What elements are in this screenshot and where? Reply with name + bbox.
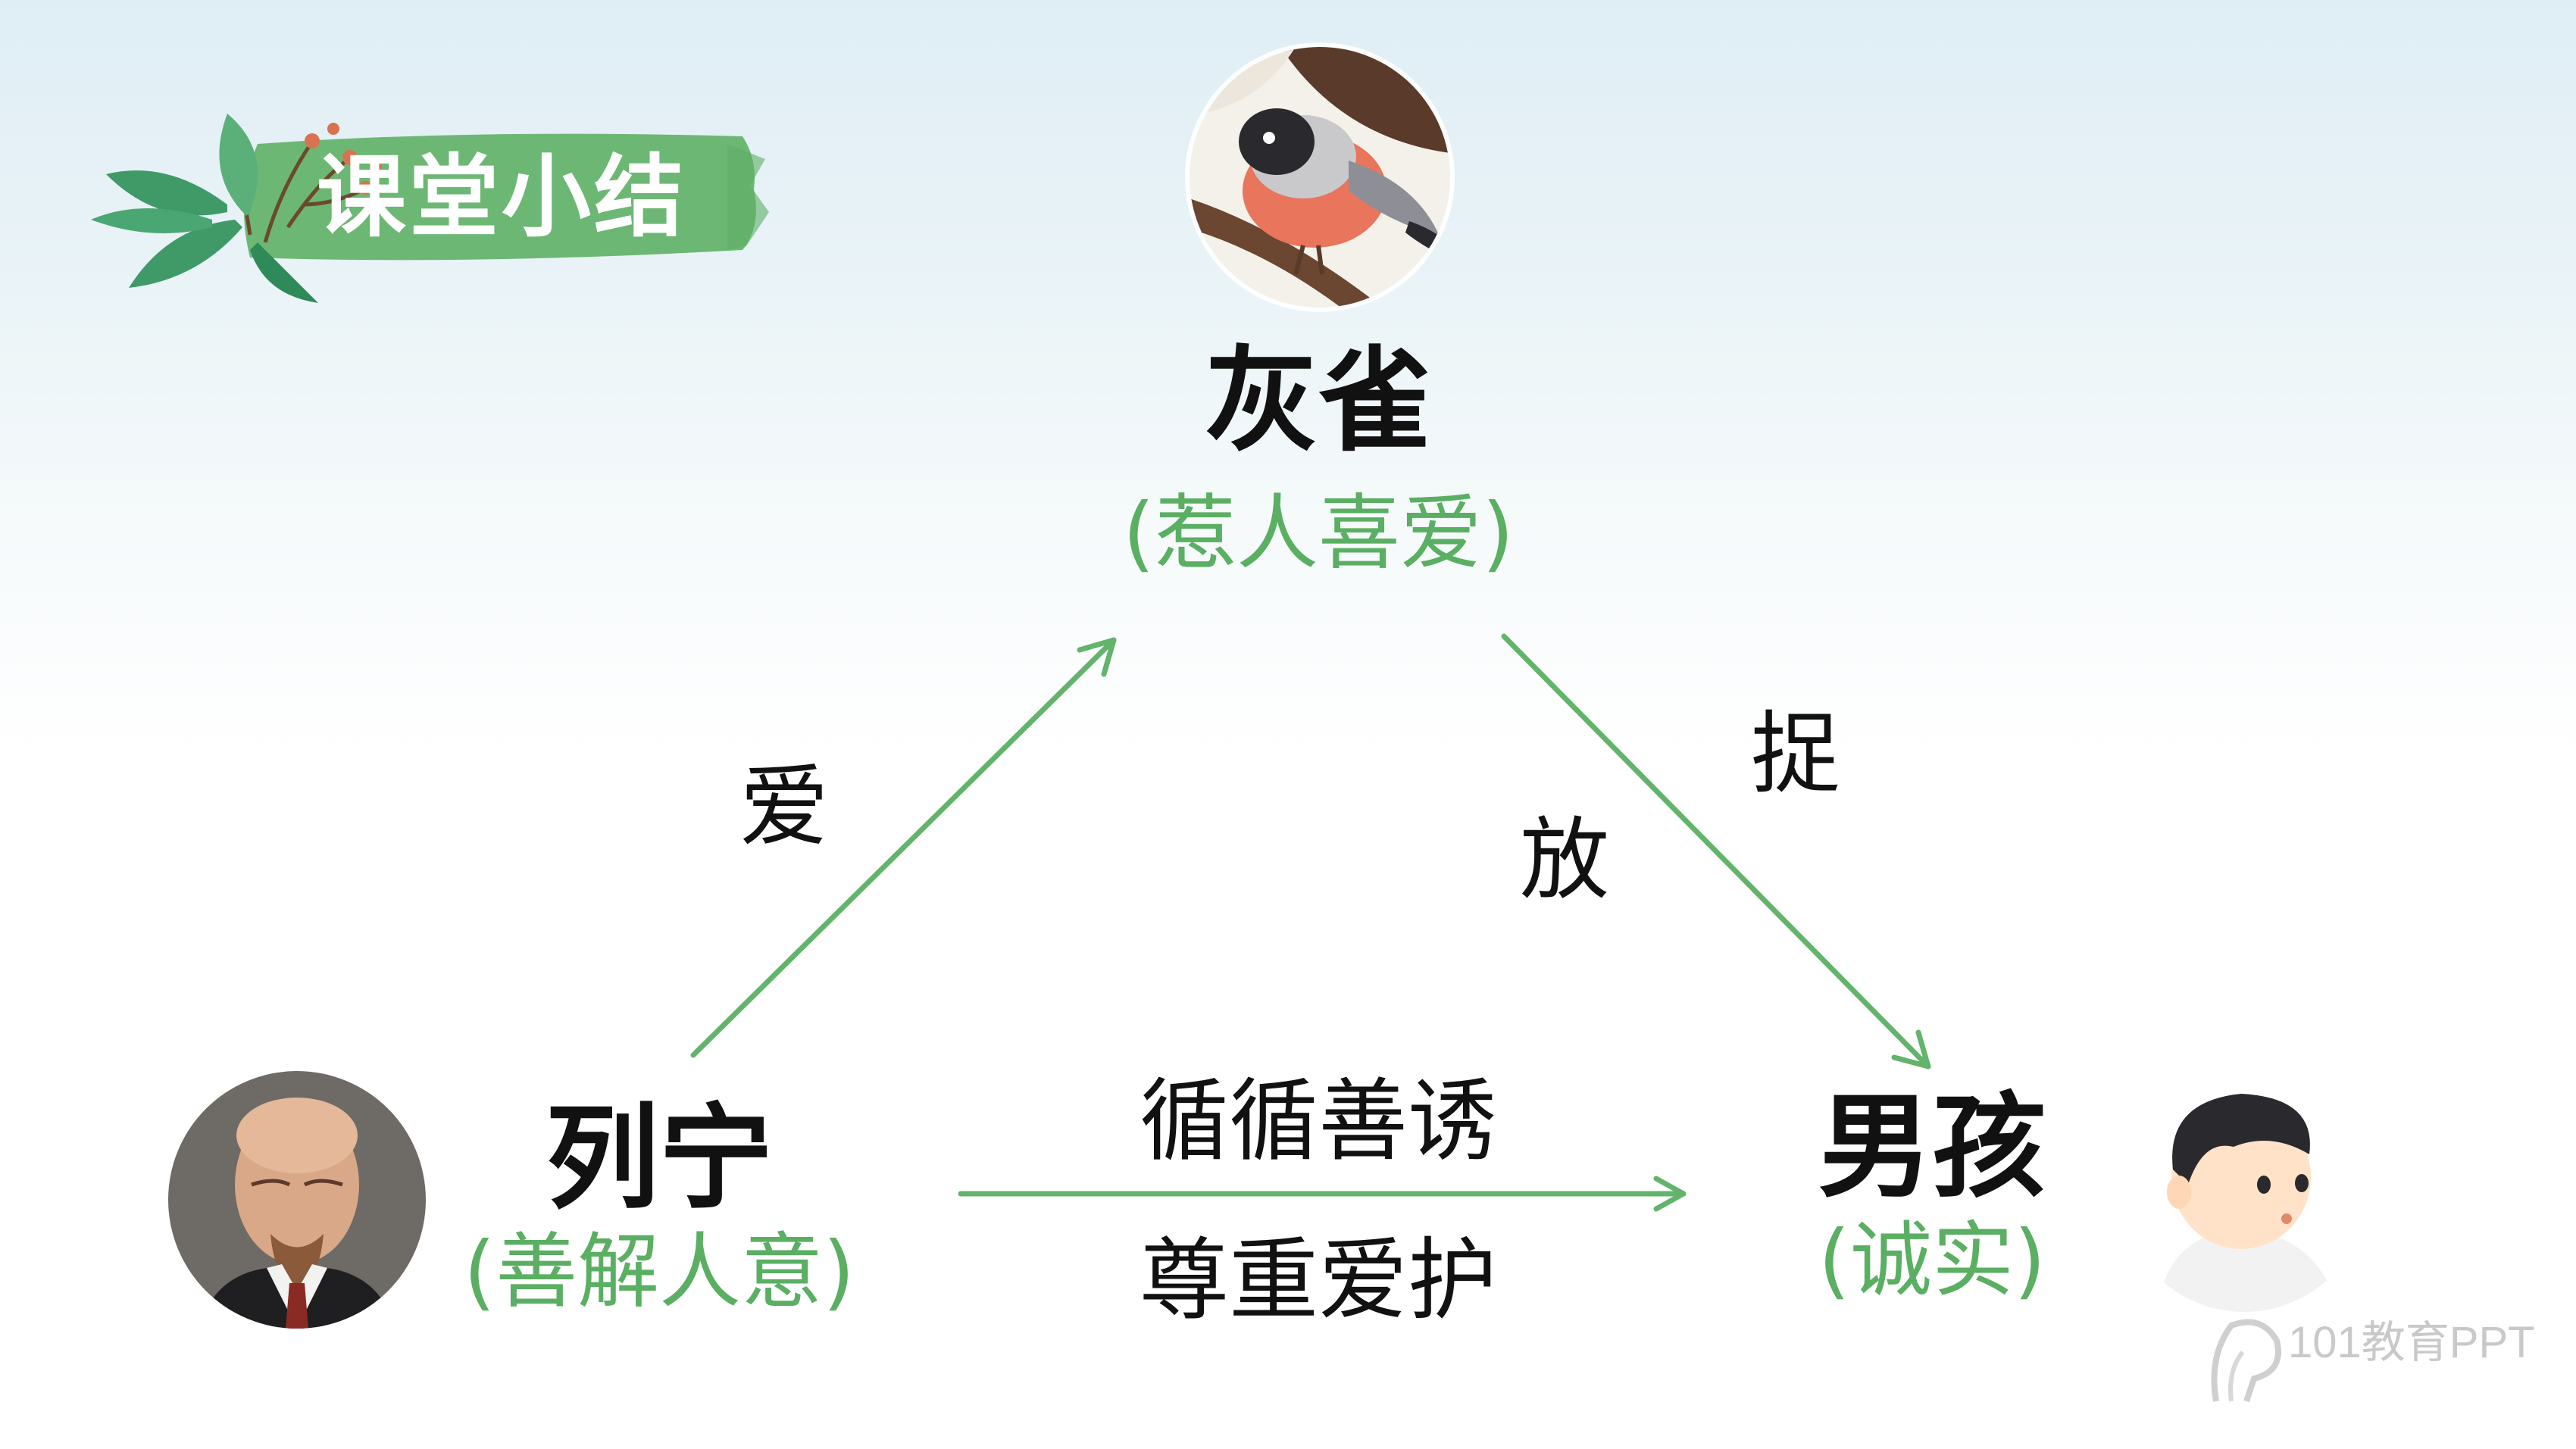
sparrow-portrait <box>1190 47 1450 308</box>
lenin-portrait <box>168 1071 426 1329</box>
relation-love: 爱 <box>739 754 829 859</box>
arrow-lenin-to-sparrow <box>690 637 1117 1058</box>
bullfinch-icon <box>1190 47 1450 308</box>
boy-cartoon-icon <box>2120 1063 2368 1312</box>
relation-respect: 尊重爱护 <box>1139 1228 1497 1332</box>
watermark-logo-icon <box>2211 1319 2281 1403</box>
relation-release: 放 <box>1519 807 1609 912</box>
arrow-sparrow-to-boy <box>1501 633 1931 1070</box>
section-title: 课堂小结 <box>317 145 687 249</box>
node-name-lenin: 列宁 <box>545 1093 773 1225</box>
node-trait-lenin: (善解人意) <box>463 1225 855 1319</box>
banner-leaf-decoration <box>91 114 769 303</box>
relation-catch: 捉 <box>1750 701 1840 806</box>
node-trait-sparrow: (惹人喜爱) <box>1122 486 1515 581</box>
lenin-photo-icon <box>168 1071 426 1329</box>
watermark-text: 101教育PPT <box>2288 1318 2535 1367</box>
relation-guide: 循循善诱 <box>1139 1069 1497 1173</box>
node-name-boy: 男孩 <box>1818 1082 2046 1213</box>
boy-portrait <box>2120 1063 2368 1312</box>
node-trait-boy: (诚实) <box>1818 1213 2046 1308</box>
node-name-sparrow: 灰雀 <box>1204 336 1432 467</box>
